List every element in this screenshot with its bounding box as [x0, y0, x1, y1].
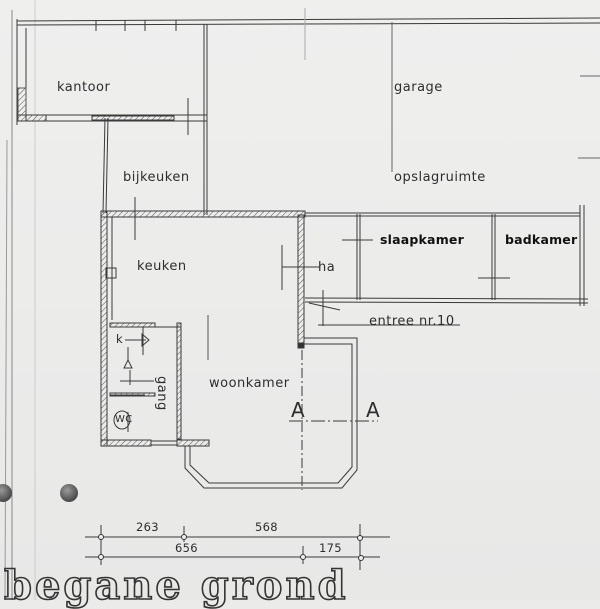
drawing-title: begane grond [3, 562, 349, 609]
room-label-bijkeuken: bijkeuken [123, 170, 190, 185]
room-label-garage: garage [394, 80, 443, 95]
room-label-wc: WC [115, 414, 133, 425]
room-label-opslagruimte: opslagruimte [394, 170, 486, 185]
dimension-656: 656 [175, 541, 198, 555]
room-label-gang: gang [154, 376, 169, 411]
dimension-263: 263 [136, 520, 159, 534]
room-label-woonkamer: woonkamer [209, 376, 290, 391]
section-marker-left: A [291, 398, 305, 422]
punch-hole-left [0, 484, 12, 502]
room-label-entree: entree nr.10 [369, 314, 455, 329]
room-label-hal: ha [318, 260, 336, 275]
room-label-slaapkamer: slaapkamer [380, 232, 464, 247]
dimension-568: 568 [255, 520, 278, 534]
punch-hole-right [60, 484, 78, 502]
room-label-badkamer: badkamer [505, 232, 578, 247]
room-label-kast: k [116, 332, 123, 346]
room-label-keuken: keuken [137, 259, 187, 274]
section-marker-right: A [366, 398, 380, 422]
room-label-kantoor: kantoor [57, 80, 111, 95]
dimension-175: 175 [319, 541, 342, 555]
